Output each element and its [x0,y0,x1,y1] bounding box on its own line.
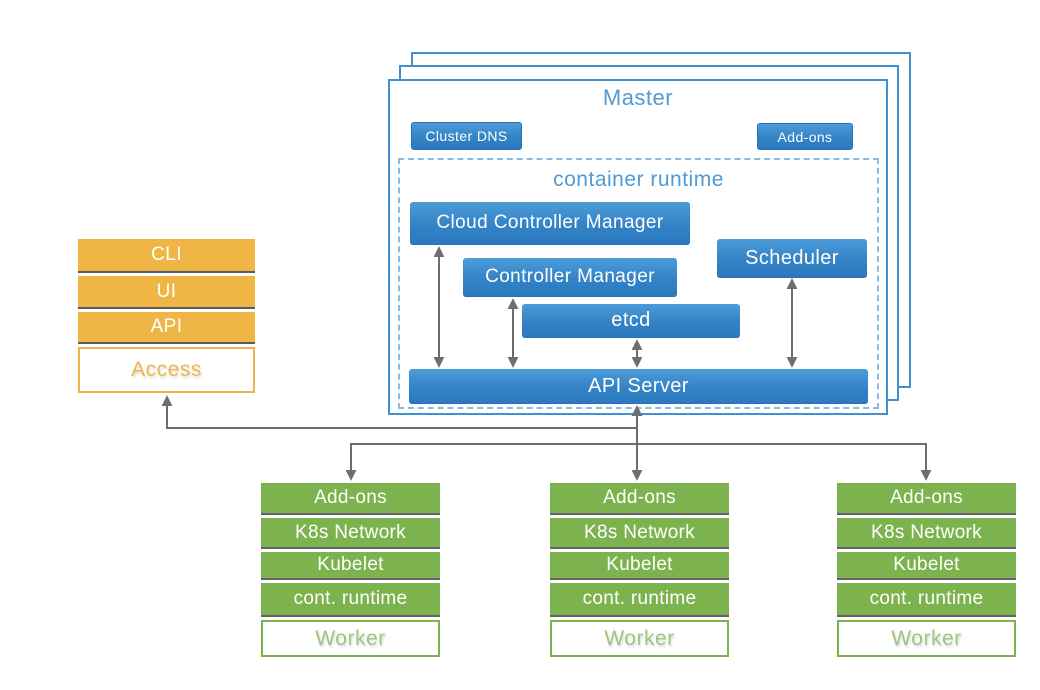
access-base-box: Access [78,347,255,393]
master-title: Master [602,85,674,110]
worker1-base-box: Worker [261,620,440,657]
worker2-addons: Add-ons [550,483,729,515]
worker2-base-box: Worker [550,620,729,657]
access-stack-ui: UI [78,276,255,309]
worker3-cont-runtime: cont. runtime [837,583,1016,617]
etcd-box: etcd [522,304,740,338]
worker1-cont-runtime: cont. runtime [261,583,440,617]
cloud-controller-manager-box: Cloud Controller Manager [410,202,690,245]
access-stack-api: API [78,312,255,344]
scheduler-box: Scheduler [717,239,867,278]
worker3-base-box: Worker [837,620,1016,657]
worker2-k8s-network: K8s Network [550,518,729,549]
worker3-kubelet: Kubelet [837,552,1016,580]
api-server-box: API Server [409,369,868,404]
access-stack-cli: CLI [78,239,255,273]
controller-manager-box: Controller Manager [463,258,677,297]
worker2-kubelet: Kubelet [550,552,729,580]
worker1-k8s-network: K8s Network [261,518,440,549]
worker3-k8s-network: K8s Network [837,518,1016,549]
worker3-addons: Add-ons [837,483,1016,515]
worker1-addons: Add-ons [261,483,440,515]
cluster-dns-box: Cluster DNS [411,122,522,150]
worker2-cont-runtime: cont. runtime [550,583,729,617]
container-runtime-title: container runtime [553,168,724,191]
master-addons-box: Add-ons [757,123,853,150]
worker1-kubelet: Kubelet [261,552,440,580]
arrow-apiserver-worker1-worker3 [345,443,932,481]
